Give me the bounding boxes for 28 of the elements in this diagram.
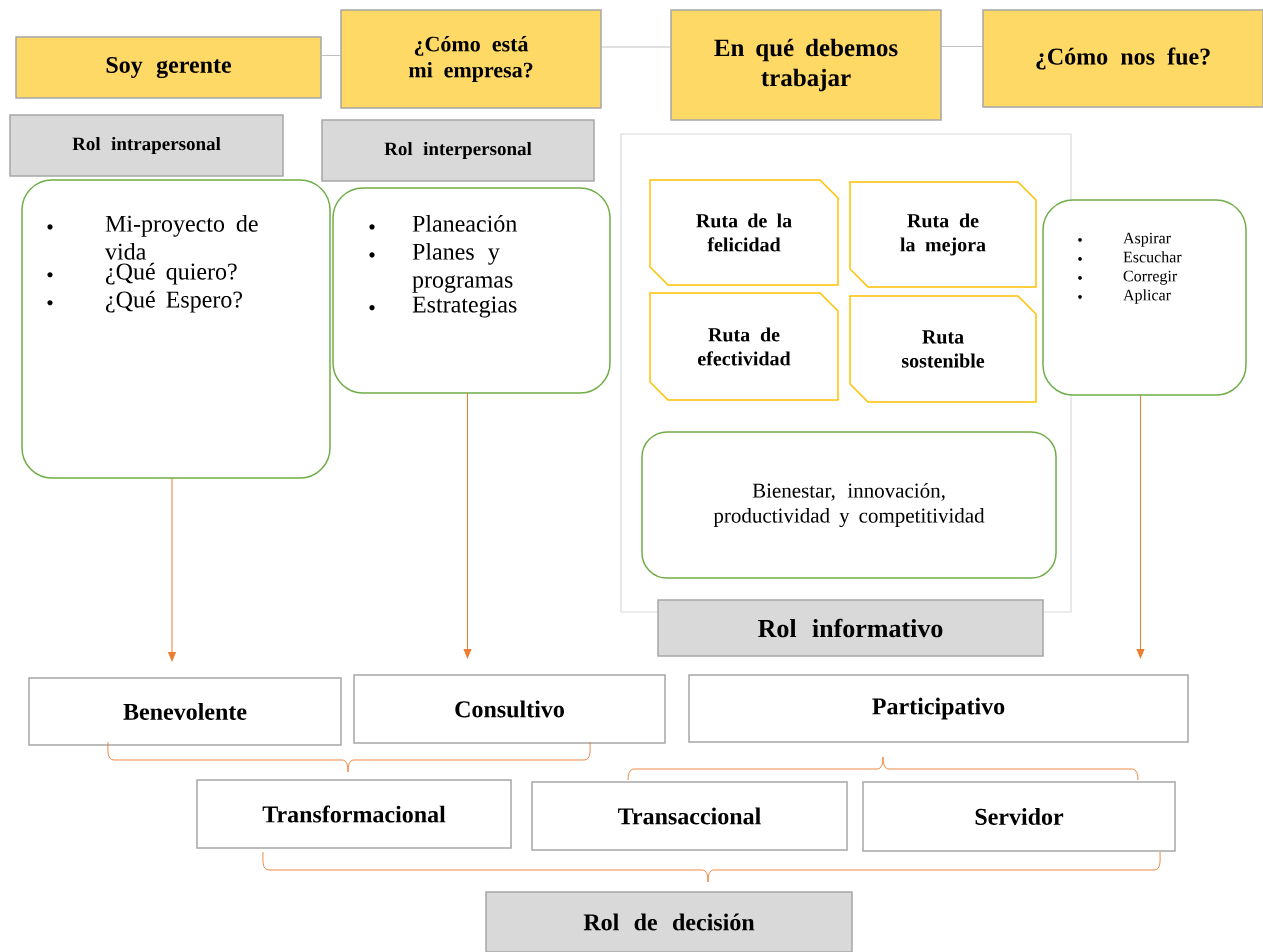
route-box: Ruta de la mejora [849,181,1037,288]
route-box: Ruta sostenible [849,295,1037,403]
connector-line [600,46,672,48]
role-box: Rol informativo [657,599,1044,657]
list-box: Mi-proyecto de vida ¿Qué quiero? ¿Qué Espero? [21,179,331,479]
style-box: Consultivo [353,674,666,744]
connector-line [320,55,342,56]
role-box: Rol intrapersonal [9,114,284,177]
rounded-box: Bienestar, innovación, productividad y competitividad [641,431,1057,579]
style-box: Participativo [688,674,1189,743]
arrow [1136,394,1145,659]
list-box: Planeación Planes y programas Estrategias [332,187,611,394]
connector-line [940,46,984,47]
style-box: Benevolente [28,677,342,746]
role-box: Rol interpersonal [321,119,595,182]
question-box: ¿Cómo está mi empresa? [340,9,602,109]
style-box: Servidor [862,781,1176,852]
question-box: En qué debemos trabajar [670,9,942,121]
style-box: Transaccional [531,781,848,851]
role-box: Rol de decisión [485,891,853,952]
arrow [168,477,176,662]
question-box: Soy gerente [15,36,322,99]
route-box: Ruta de la felicidad [649,179,839,286]
style-box: Transformacional [196,779,512,849]
arrow [463,392,472,659]
list-box: Aspirar Escuchar Corregir Aplicar [1042,199,1247,396]
question-box: ¿Cómo nos fue? [982,9,1263,108]
route-box: Ruta de efectividad [649,292,839,401]
